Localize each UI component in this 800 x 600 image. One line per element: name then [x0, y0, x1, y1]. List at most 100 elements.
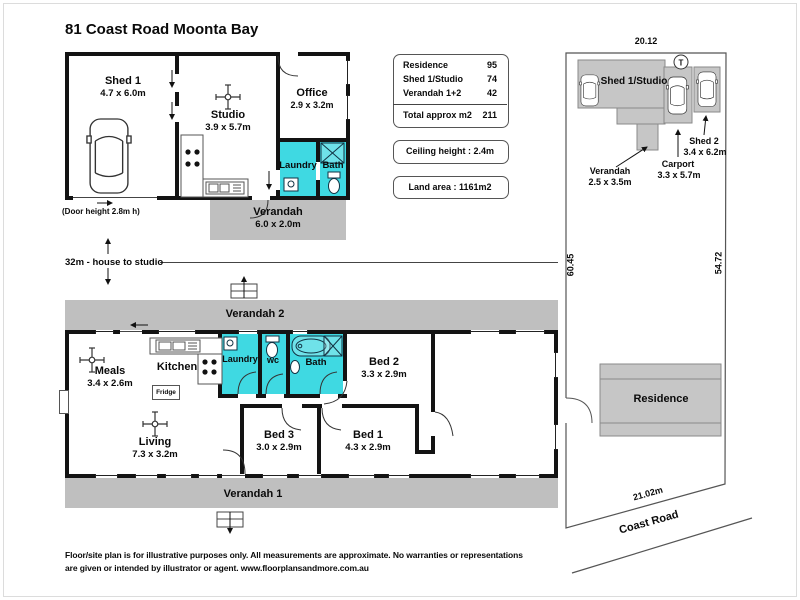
wall [158, 474, 165, 478]
window [238, 330, 258, 334]
verandah1-area [65, 478, 558, 508]
window [554, 352, 558, 378]
wall [284, 394, 320, 398]
room-label-kitchen: Kitchen [156, 361, 198, 373]
wall [298, 52, 350, 56]
summary-label: Residence [403, 60, 449, 70]
wall [286, 334, 290, 394]
wall [65, 52, 69, 200]
page-title: 81 Coast Road Moonta Bay [65, 21, 259, 38]
room-label-studio: Studio [210, 109, 246, 121]
wall [258, 334, 262, 394]
room-label-living: Living [138, 436, 172, 448]
room-dims-office: 2.9 x 3.2m [290, 100, 334, 110]
wall [222, 394, 238, 398]
disclaimer-line2: are given or intended by illustrator or … [65, 563, 369, 573]
room-label-verandah-studio: Verandah [253, 206, 303, 218]
room-label-office: Office [296, 87, 328, 99]
wall [346, 52, 350, 60]
summary-value: 95 [486, 60, 497, 70]
room-label-bath-studio: Bath [322, 160, 344, 171]
window [165, 474, 192, 478]
wall [316, 180, 320, 200]
room-dims-verandah-studio: 6.0 x 2.0m [255, 219, 301, 230]
window [470, 474, 500, 478]
wall [65, 330, 95, 334]
window [198, 474, 218, 478]
room-dims-shed1: 4.7 x 6.0m [100, 88, 146, 99]
wall [410, 474, 470, 478]
wall [276, 138, 350, 142]
summary-value: 74 [486, 74, 497, 84]
room-dims-studio: 3.9 x 5.7m [205, 122, 251, 133]
site-dim-top: 20.12 [634, 36, 658, 46]
disclaimer-line1: Floor/site plan is for illustrative purp… [65, 550, 523, 560]
wall [142, 330, 158, 334]
wall [245, 474, 262, 478]
distance-note: 32m - house to studio [65, 257, 164, 268]
window [388, 474, 410, 478]
room-label-verandah2: Verandah 2 [225, 308, 285, 320]
wall [65, 52, 278, 56]
site-dims-verandah: 2.5 x 3.5m [588, 177, 632, 187]
page-border [3, 3, 797, 597]
wall [338, 394, 347, 398]
room-label-bed1: Bed 1 [353, 429, 383, 441]
window [135, 474, 158, 478]
wall [346, 120, 350, 200]
wall-unit [59, 390, 69, 414]
wall [288, 474, 298, 478]
window [95, 330, 114, 334]
summary-divider [393, 104, 507, 105]
room-label-laundry-house: Laundry [222, 354, 258, 364]
wall [65, 196, 73, 200]
room-label-bath-house: Bath [305, 357, 327, 368]
wall [540, 474, 558, 478]
door-line [120, 331, 142, 332]
summary-total-row: Total approx m2 211 [403, 111, 497, 120]
wall [192, 474, 198, 478]
room-dims-living: 7.3 x 3.2m [132, 449, 178, 460]
wall [343, 334, 347, 381]
wall [276, 52, 280, 142]
wall [114, 330, 120, 334]
wall [276, 190, 280, 200]
wall [431, 436, 435, 454]
wall [554, 450, 558, 478]
wall [276, 142, 280, 170]
room-dims-bed2: 3.3 x 2.9m [361, 369, 407, 380]
room-label-bed2: Bed 2 [369, 356, 399, 368]
room-label-bed3: Bed 3 [264, 429, 294, 441]
room-label-meals: Meals [94, 365, 126, 377]
wall [118, 474, 135, 478]
wall [322, 474, 348, 478]
window [348, 474, 375, 478]
wall [342, 404, 419, 408]
fridge: Fridge [152, 385, 180, 400]
distance-line [160, 262, 558, 263]
wall [65, 474, 95, 478]
studio-verandah-area [210, 200, 346, 240]
window [346, 95, 350, 120]
verandah2-area [65, 300, 558, 330]
wall [419, 450, 431, 454]
wall [500, 330, 515, 334]
window [95, 474, 118, 478]
site-label-residence: Residence [633, 393, 689, 405]
room-label-shed1: Shed 1 [104, 75, 142, 87]
summary-total-value: 211 [482, 110, 497, 120]
window [262, 474, 288, 478]
site-dims-shed2: 3.4 x 6.2m [683, 147, 727, 157]
summary-label: Shed 1/Studio [403, 74, 464, 84]
wall [545, 330, 558, 334]
wall [240, 404, 282, 408]
room-label-wc: wc [266, 355, 280, 365]
wall [375, 474, 388, 478]
door-line [222, 475, 245, 476]
site-dims-carport: 3.3 x 5.7m [657, 170, 701, 180]
wall [415, 408, 419, 454]
room-dims-bed3: 3.0 x 2.9m [256, 442, 302, 453]
land-area-box [393, 176, 509, 199]
wall [431, 334, 435, 412]
